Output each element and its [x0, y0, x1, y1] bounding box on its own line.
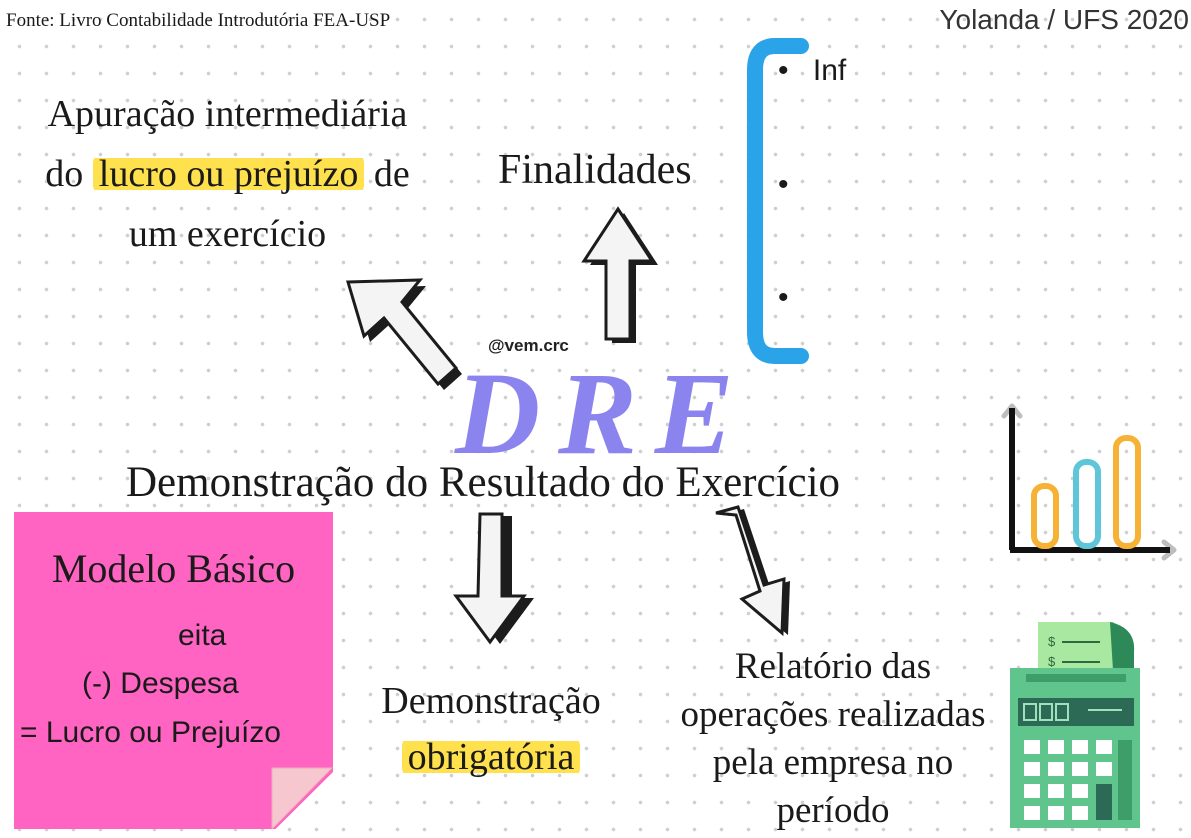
svg-text:$: $	[1048, 634, 1056, 649]
calculator-icon: $ $	[1010, 622, 1140, 828]
obrigatoria-highlight: obrigatória	[401, 736, 581, 778]
relatorio-line1: Relatório das	[734, 646, 932, 687]
handle-label: @vem.crc	[488, 336, 569, 355]
apuracao-line3: um exercício	[128, 213, 327, 255]
modelo-line-2: (-) Despesa	[82, 667, 239, 700]
lucro-prejuizo-highlight: lucro ou prejuízo	[92, 153, 365, 195]
relatorio-line4: período	[776, 790, 890, 831]
obrigatoria-line1: Demonstração	[381, 680, 601, 722]
relatorio-line2: operações realizadas	[680, 694, 986, 735]
arrow-down-icon	[453, 512, 534, 645]
bullet-dot-icon: •	[778, 54, 789, 87]
arrow-up-icon	[581, 206, 658, 343]
bar-chart-icon	[1001, 403, 1177, 561]
apuracao-text: Apuração intermediária do lucro ou preju…	[0, 84, 455, 264]
modelo-line-1: eita	[178, 619, 227, 652]
finalidades-bullet-3: •	[778, 281, 789, 315]
finalidades-bullet-2: •	[778, 168, 789, 202]
note-fold-icon	[271, 767, 334, 831]
modelo-title: Modelo Básico	[51, 546, 296, 591]
bullet-1-text: Inf	[812, 54, 847, 87]
apuracao-line2-post: de	[373, 153, 410, 195]
source-note: Fonte: Livro Contabilidade Introdutória …	[6, 10, 391, 31]
apuracao-line2: do lucro ou prejuízo de	[0, 144, 455, 204]
arrow-up-left-icon	[346, 278, 462, 390]
bullet-dot-icon: •	[778, 281, 789, 314]
relatorio-text: Relatório das operações realizadas pela …	[650, 643, 1016, 835]
author-credit: Yolanda / UFS 2020	[939, 4, 1189, 35]
apuracao-line2-pre: do	[45, 153, 84, 195]
dre-full-title: Demonstração do Resultado do Exercício	[126, 459, 841, 506]
finalidades-bullet-1: • Inf	[778, 54, 846, 88]
arrow-down-right-icon	[715, 505, 790, 637]
obrigatoria-text: Demonstração obrigatória	[352, 673, 630, 785]
bullet-dot-icon: •	[778, 168, 789, 201]
bracket-icon	[747, 38, 809, 364]
svg-text:$: $	[1048, 654, 1056, 669]
apuracao-line1: Apuração intermediária	[47, 93, 408, 135]
finalidades-label: Finalidades	[498, 147, 692, 193]
modelo-line-3: = Lucro ou Prejuízo	[20, 716, 281, 749]
dre-title: DRE	[455, 348, 752, 479]
relatorio-line3: pela empresa no	[712, 742, 954, 783]
